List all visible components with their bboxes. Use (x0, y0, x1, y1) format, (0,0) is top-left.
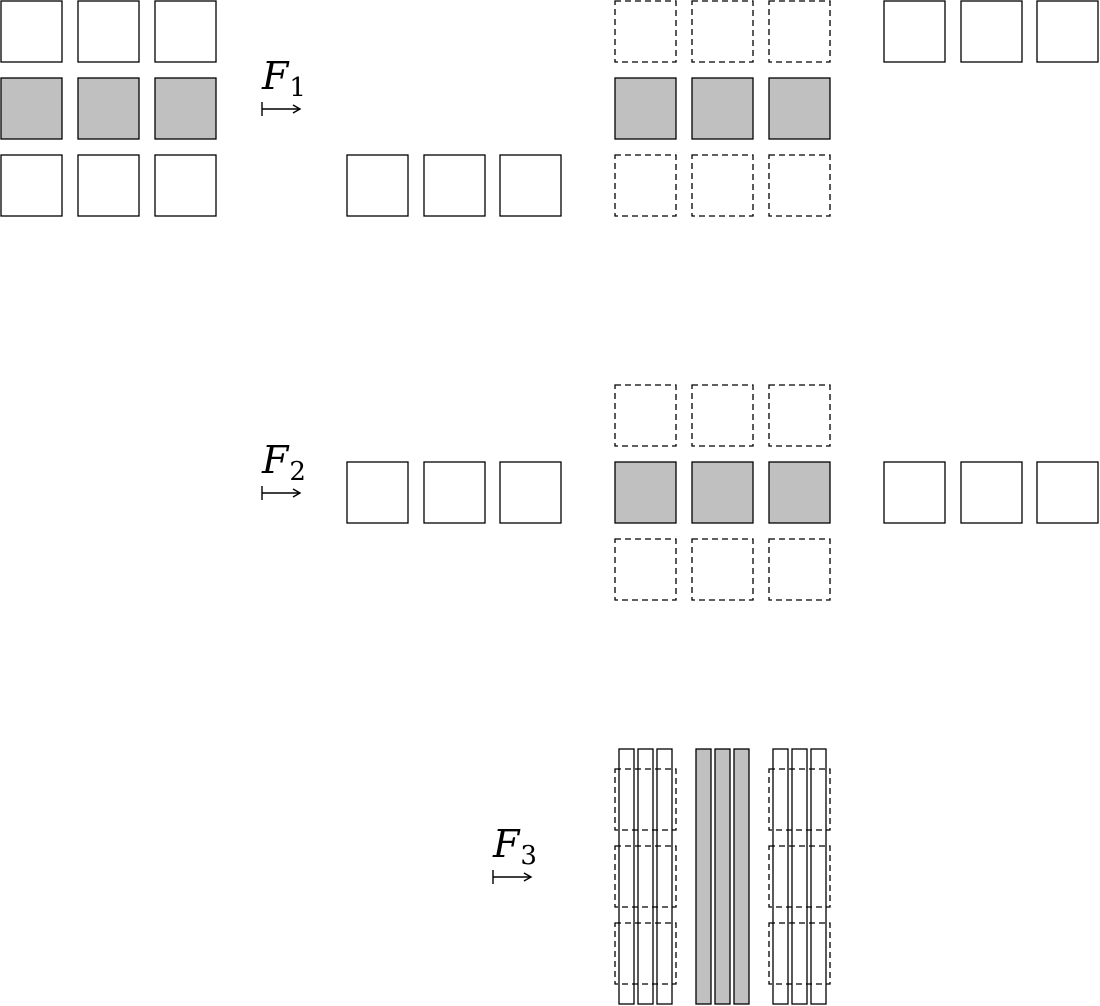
strip (810, 748, 827, 1005)
map-symbol: F2 (261, 438, 306, 487)
f1-result (346, 0, 1099, 217)
source-cell-highlighted (154, 77, 217, 140)
ghost-cell (768, 845, 831, 908)
source-cell (77, 0, 140, 63)
ghost-cell (768, 384, 831, 447)
ghost-cell (614, 845, 677, 908)
strip-highlighted (733, 748, 750, 1005)
ghost-cell (614, 0, 677, 63)
result-cell (346, 461, 409, 524)
result-cell (423, 154, 486, 217)
map-symbol: F3 (492, 822, 537, 871)
ghost-cell (691, 538, 754, 601)
source-cell (154, 154, 217, 217)
source-cell (154, 0, 217, 63)
f2-result (346, 384, 1099, 601)
strip (791, 748, 808, 1005)
strip (618, 748, 635, 1005)
maps-to-arrow-icon (261, 486, 302, 500)
map-label-f3: F3 (492, 822, 537, 884)
ghost-cell (691, 0, 754, 63)
strip (772, 748, 789, 1005)
ghost-cell (768, 538, 831, 601)
result-cell-highlighted (691, 461, 754, 524)
source-cell-highlighted (77, 77, 140, 140)
map-label-f1: F1 (261, 54, 306, 116)
map-symbol: F1 (261, 54, 306, 103)
result-cell (883, 461, 946, 524)
map-label-f2: F2 (261, 438, 306, 500)
source-grid (0, 0, 217, 217)
maps-to-arrow-icon (492, 870, 533, 884)
result-cell-highlighted (614, 77, 677, 140)
ghost-cell (691, 154, 754, 217)
f3-result (614, 748, 831, 1005)
strip-highlighted (714, 748, 731, 1005)
source-cell (0, 0, 63, 63)
source-cell (0, 154, 63, 217)
ghost-cell (614, 154, 677, 217)
ghost-cell (768, 768, 831, 831)
result-cell (883, 0, 946, 63)
source-cell-highlighted (0, 77, 63, 140)
ghost-cell (768, 154, 831, 217)
ghost-cell (614, 922, 677, 985)
result-cell (1036, 461, 1099, 524)
result-cell-highlighted (614, 461, 677, 524)
result-cell (346, 154, 409, 217)
source-cell (77, 154, 140, 217)
maps-to-arrow-icon (261, 102, 302, 116)
result-cell-highlighted (768, 77, 831, 140)
ghost-cell (614, 768, 677, 831)
result-cell-highlighted (691, 77, 754, 140)
result-cell-highlighted (768, 461, 831, 524)
ghost-cell (691, 384, 754, 447)
result-cell (960, 461, 1023, 524)
result-cell (423, 461, 486, 524)
ghost-cell (614, 384, 677, 447)
ghost-cell (768, 922, 831, 985)
ghost-cell (614, 538, 677, 601)
result-cell (499, 461, 562, 524)
result-cell (499, 154, 562, 217)
strip (637, 748, 654, 1005)
ghost-cell (768, 0, 831, 63)
result-cell (1036, 0, 1099, 63)
result-cell (960, 0, 1023, 63)
strip-highlighted (695, 748, 712, 1005)
strip (656, 748, 673, 1005)
